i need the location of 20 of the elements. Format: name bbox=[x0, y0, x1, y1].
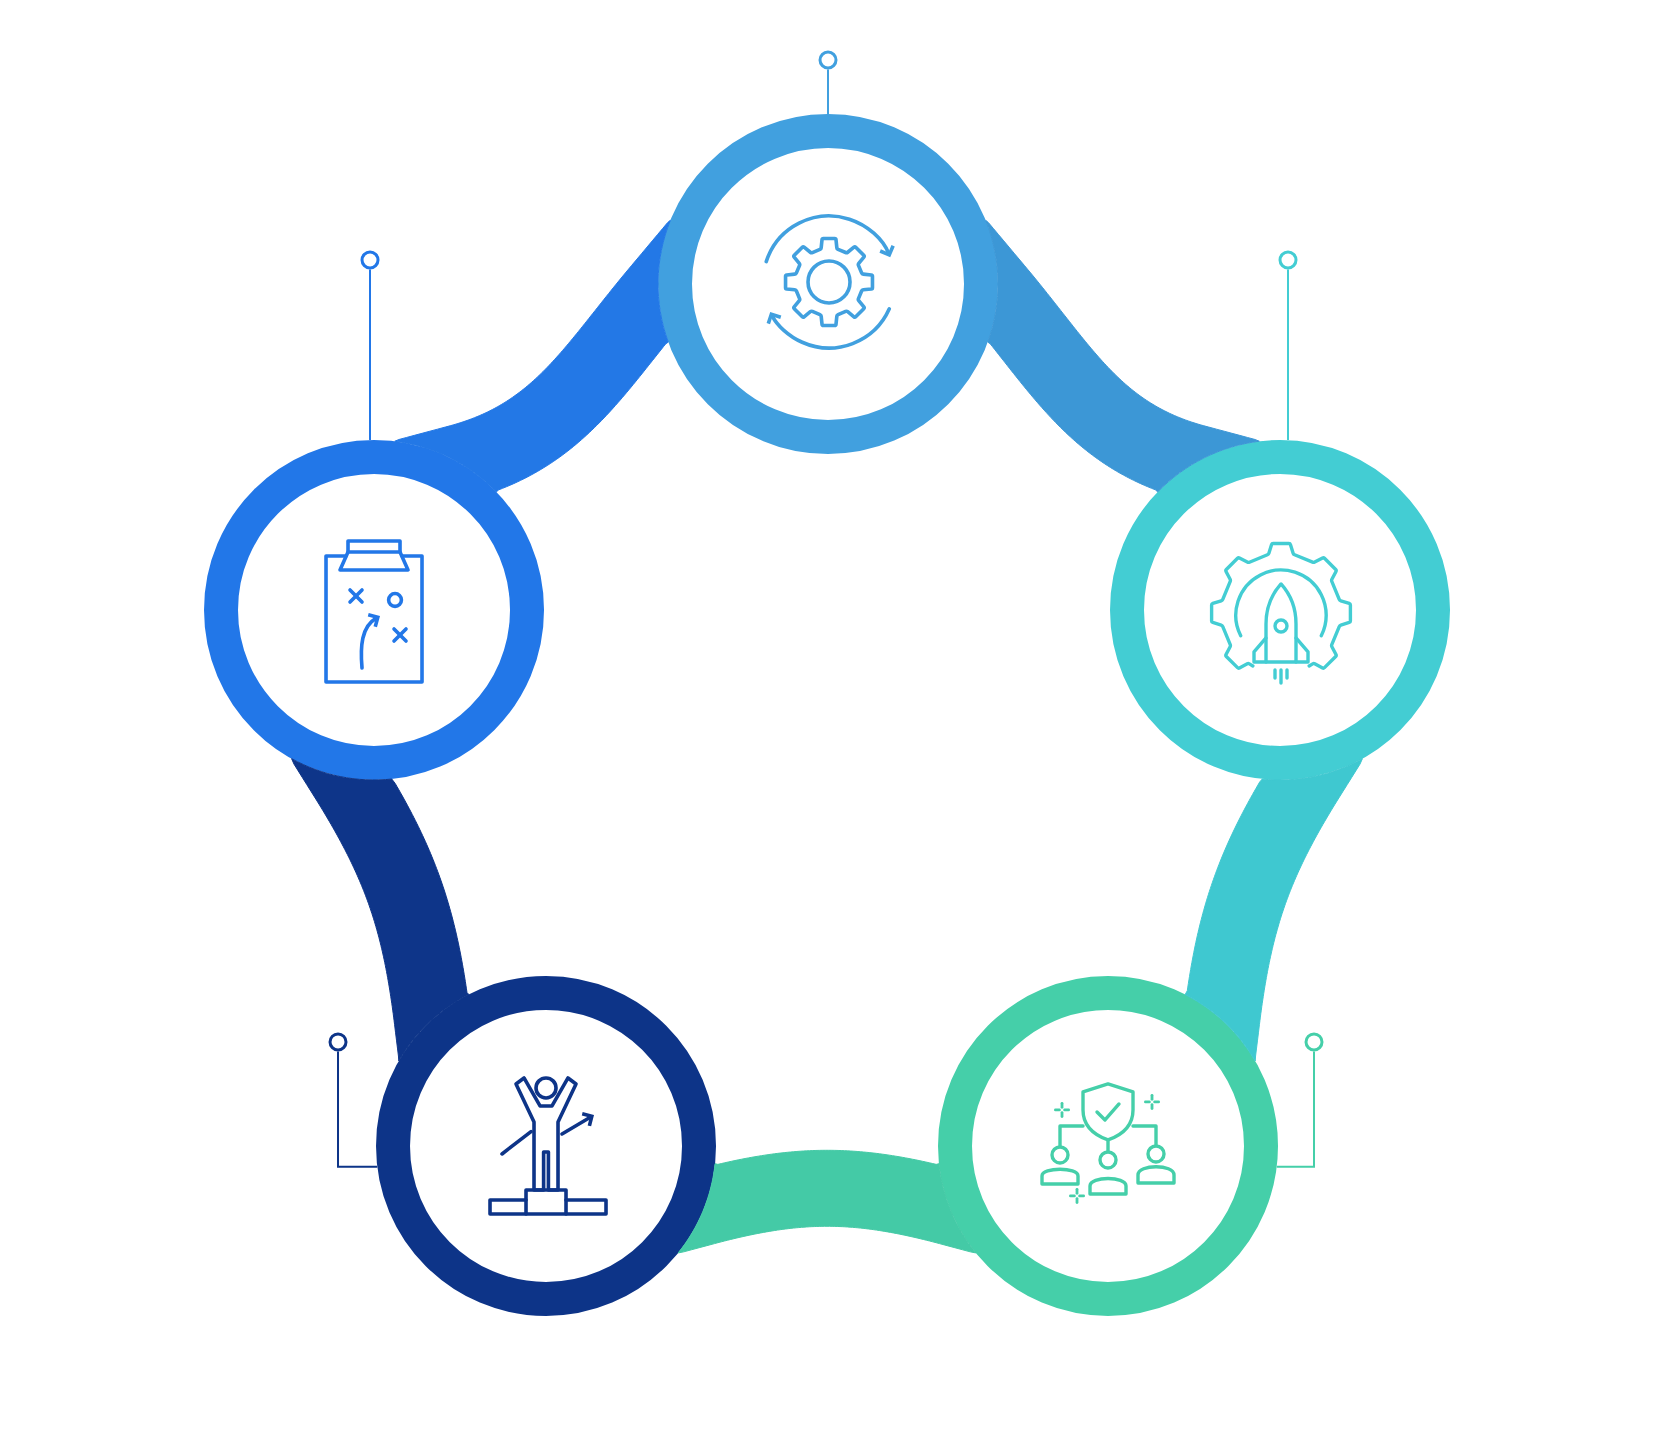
ring-circle bbox=[204, 439, 544, 780]
pin-circle bbox=[1278, 250, 1298, 270]
leader-line bbox=[1275, 1050, 1315, 1168]
leader-line bbox=[369, 268, 371, 441]
curved-band bbox=[1184, 758, 1363, 1062]
curved-band bbox=[291, 758, 470, 1062]
ring-circle bbox=[938, 975, 1278, 1316]
leader-line bbox=[337, 1050, 379, 1168]
ring-circle bbox=[1110, 439, 1450, 780]
leader-line bbox=[827, 68, 829, 115]
curved-band bbox=[394, 219, 671, 493]
curved-band bbox=[677, 1149, 977, 1254]
ring-circle bbox=[376, 975, 716, 1316]
pin-circle bbox=[1304, 1032, 1324, 1052]
leader-line bbox=[1287, 268, 1289, 441]
pin-circle bbox=[360, 250, 380, 270]
ring-circle bbox=[658, 113, 998, 454]
curved-band bbox=[985, 219, 1260, 493]
pin-circle bbox=[328, 1032, 348, 1052]
pin-circle bbox=[818, 50, 838, 70]
